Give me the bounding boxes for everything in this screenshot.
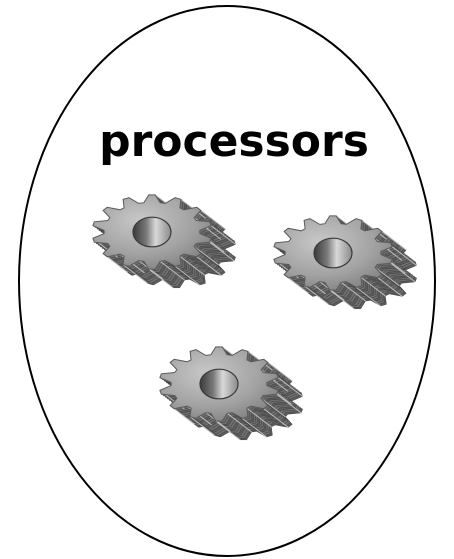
gear-tooth-ridge xyxy=(226,412,252,433)
gears-group xyxy=(92,194,417,441)
gear-tooth-ridge xyxy=(205,412,231,432)
gear-tooth-ridge xyxy=(138,260,164,280)
boundary-ellipse xyxy=(18,5,436,557)
gear-tooth-ridge xyxy=(303,285,329,305)
gear-tooth-ridge xyxy=(246,407,272,428)
gear-tooth-ridge xyxy=(215,420,241,441)
gear-tooth-ridge xyxy=(381,231,407,251)
gear-tooth-ridge xyxy=(241,417,267,438)
gear-hole xyxy=(313,237,353,269)
gear-tooth-ridge xyxy=(200,210,226,230)
gear-icon xyxy=(92,194,236,289)
gear-tooth-ridge xyxy=(374,266,400,287)
gear-tooth-ridge xyxy=(159,260,185,281)
gear-tooth-ridge xyxy=(277,377,303,397)
diagram-title: processors xyxy=(99,116,369,167)
gear-tooth-ridge xyxy=(377,277,403,297)
gear-icon xyxy=(159,346,303,441)
gear-tooth-ridge xyxy=(174,265,200,286)
gear-tooth-ridge xyxy=(329,289,355,310)
gear-tooth-ridge xyxy=(196,256,222,276)
gear-tooth-ridge xyxy=(193,245,219,266)
gear-hole xyxy=(132,216,172,248)
gear-tooth-ridge xyxy=(390,262,416,283)
gear-tooth-ridge xyxy=(355,286,381,307)
gear-tooth-ridge xyxy=(360,276,386,297)
gear-tooth-ridge xyxy=(210,225,236,245)
gear-tooth-ridge xyxy=(179,255,205,276)
gear-tooth-ridge xyxy=(122,264,148,284)
gear-tooth-ridge xyxy=(148,268,174,289)
gear-tooth-ridge xyxy=(340,281,366,302)
gear-tooth-ridge xyxy=(391,246,417,266)
gear-tooth-ridge xyxy=(189,416,215,436)
gear-tooth-ridge xyxy=(276,393,302,414)
gear-tooth-ridge xyxy=(260,397,286,418)
gear-tooth-ridge xyxy=(263,408,289,428)
gear-hole xyxy=(199,368,239,400)
gear-tooth-ridge xyxy=(319,281,345,301)
gear-icon xyxy=(273,215,417,310)
gear-tooth-ridge xyxy=(267,362,293,382)
gear-tooth-ridge xyxy=(209,241,235,262)
